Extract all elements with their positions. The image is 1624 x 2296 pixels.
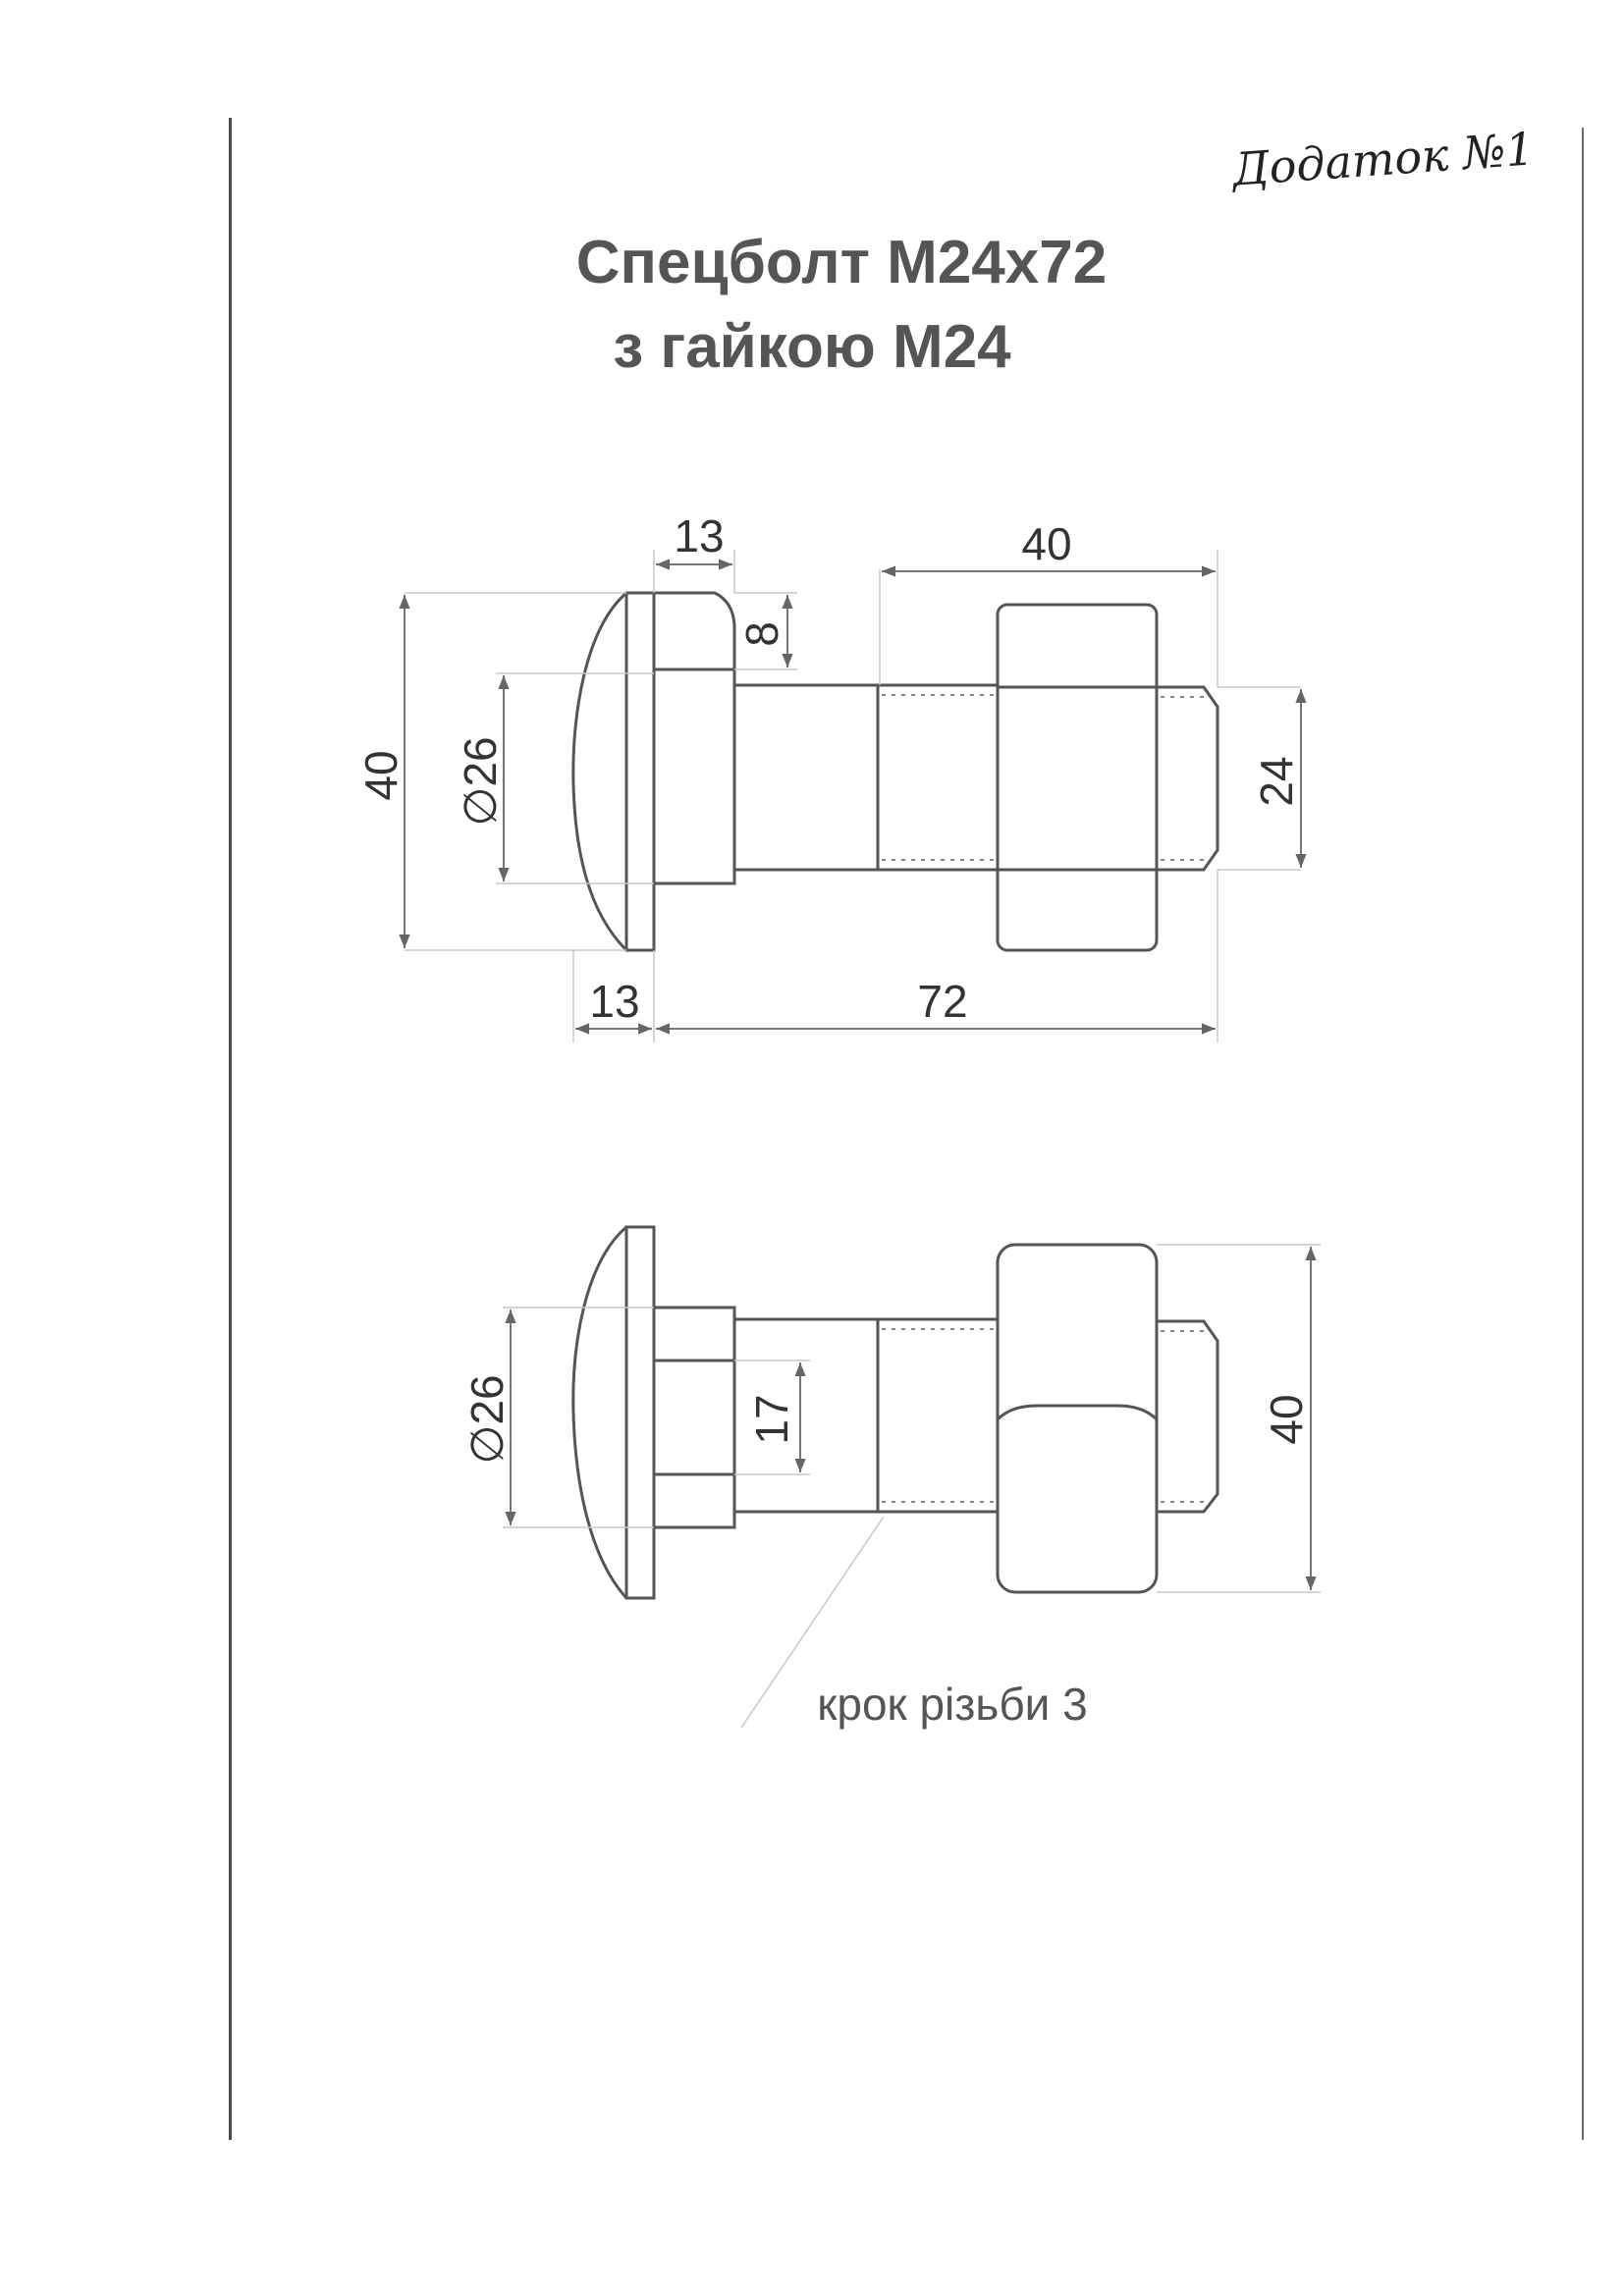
bottom-head-dome [571, 1225, 628, 1600]
dim-head-depth-top: 13 [674, 510, 724, 561]
top-threaded-part [876, 683, 1000, 872]
bottom-thread-end [1157, 1319, 1219, 1514]
dim-head-depth-bottom: 13 [589, 976, 639, 1027]
thread-pitch-note: крок різьби 3 [817, 1679, 1087, 1730]
bottom-head-flange [624, 1225, 656, 1600]
top-square-neck [654, 591, 736, 671]
dim-neck-width: 17 [746, 1394, 797, 1444]
top-head-dome [571, 591, 628, 952]
bottom-nut [996, 1243, 1159, 1594]
bottom-threaded-part [876, 1317, 1000, 1514]
top-head-flange [624, 591, 656, 952]
top-neck-body [652, 667, 736, 885]
title-line-2: з гайкою М24 [613, 313, 1011, 381]
dim-nut-height: 40 [1261, 1394, 1312, 1444]
bottom-square-neck [652, 1306, 736, 1529]
title-line-1: Спецболт М24х72 [575, 229, 1108, 296]
bottom-view: ∅26 17 40 крок різьби 3 [461, 1225, 1321, 1730]
dim-nut-width: 40 [1021, 518, 1071, 569]
dim-head-height: 40 [355, 750, 406, 800]
top-view: 13 40 8 40 ∅26 24 13 72 [355, 510, 1307, 1042]
frame-border-right [1582, 128, 1584, 2140]
top-nut [996, 603, 1159, 952]
top-thread-end [1157, 685, 1219, 872]
dim-thread-diameter: 24 [1251, 756, 1302, 806]
dim-neck-height: 8 [736, 621, 787, 647]
dim-total-length: 72 [917, 976, 967, 1027]
dim-head-diameter-bottom: ∅26 [461, 1374, 513, 1464]
frame-border-left [229, 118, 232, 2140]
dim-head-diameter-top: ∅26 [455, 736, 506, 826]
top-shank [732, 683, 880, 872]
